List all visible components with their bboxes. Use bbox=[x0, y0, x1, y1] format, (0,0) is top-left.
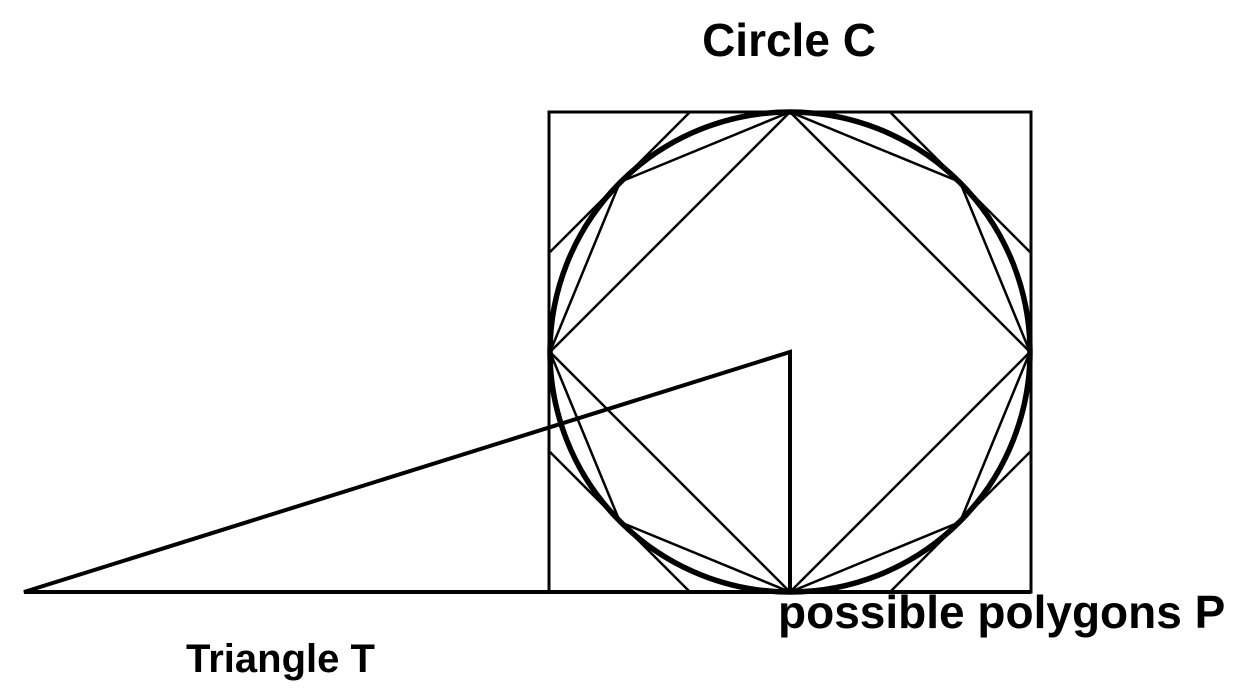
tangent-chamfer-bottom-left bbox=[549, 451, 691, 593]
triangle-label: Triangle T bbox=[186, 637, 375, 681]
tangent-chamfer-bottom-right bbox=[889, 451, 1031, 593]
tangent-chamfer-top-left bbox=[549, 111, 691, 253]
geometry-layer bbox=[23, 109, 1033, 595]
tangent-chamfer-top-right bbox=[889, 111, 1031, 253]
circle-label: Circle C bbox=[702, 14, 876, 66]
triangle-t bbox=[23, 349, 792, 594]
possible-polygons-label: possible polygons P bbox=[778, 586, 1225, 638]
